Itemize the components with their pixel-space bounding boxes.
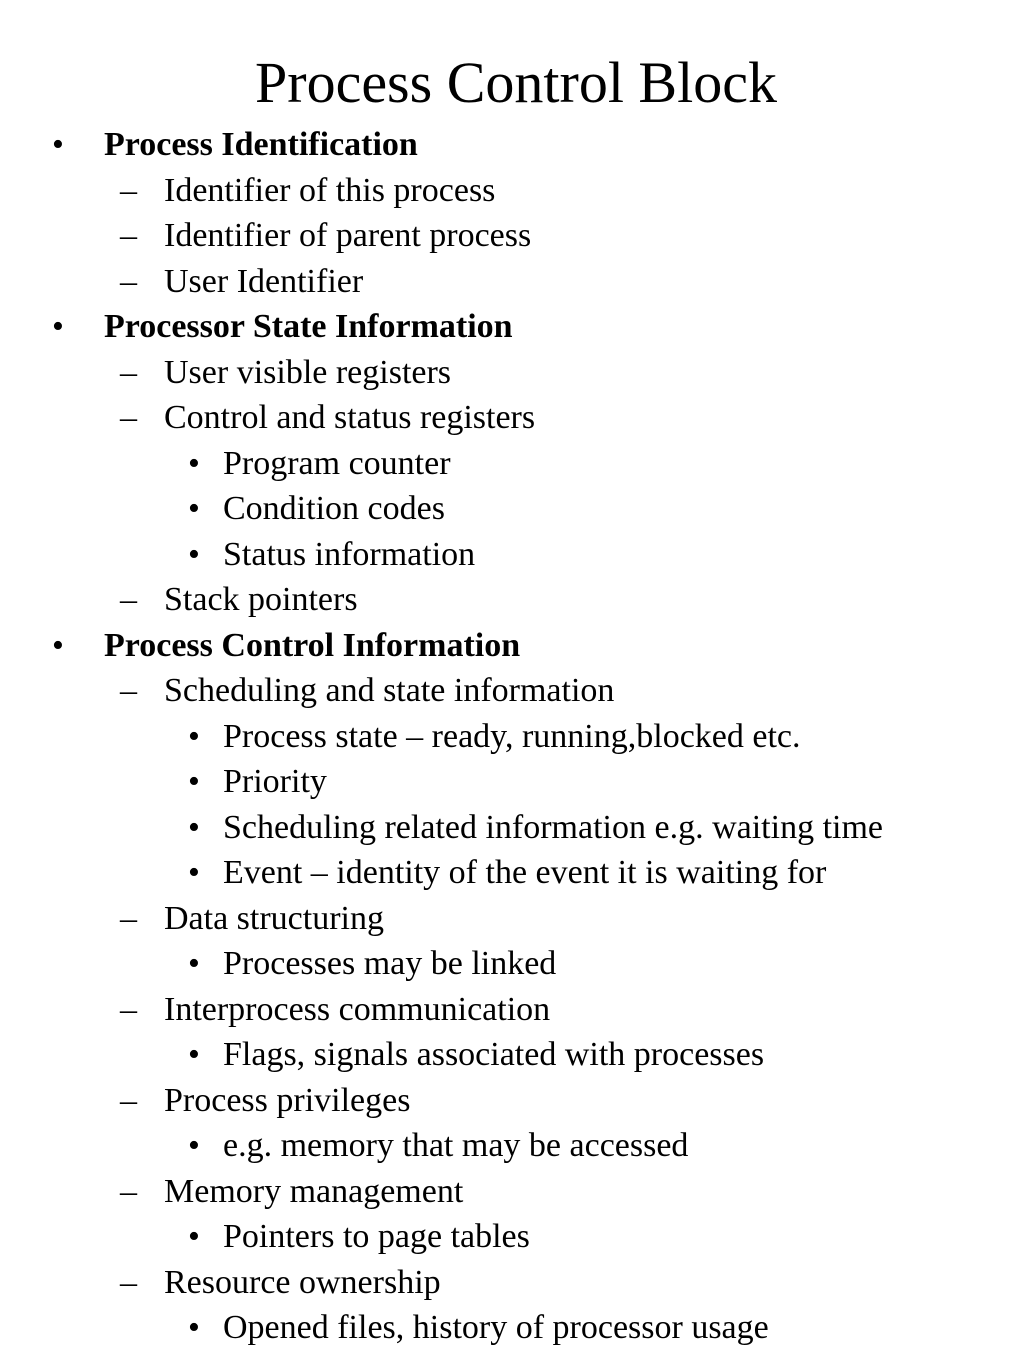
outline-item-level-3: • e.g. memory that may be accessed <box>0 1123 1024 1169</box>
outline-item-level-2: –User visible registers <box>0 350 1024 396</box>
outline-item-text: Status information <box>223 535 476 573</box>
dash-marker: – <box>120 899 137 937</box>
dash-marker: – <box>120 171 137 209</box>
dash-marker: – <box>120 353 137 391</box>
bullet-marker: • <box>188 1127 200 1164</box>
dash-marker: – <box>120 262 137 300</box>
bullet-marker: • <box>188 490 200 527</box>
bullet-marker: • <box>188 808 200 846</box>
outline-item-level-2: –Resource ownership <box>0 1260 1024 1306</box>
outline-item-text: Opened files, history of processor usage <box>223 1309 769 1346</box>
outline-item-text: Scheduling related information e.g. wait… <box>223 808 883 846</box>
bullet-marker: • <box>188 444 200 482</box>
outline-item-text: Process privileges <box>164 1081 411 1119</box>
outline-item-level-2: –Data structuring <box>0 896 1024 942</box>
bullet-marker: • <box>52 126 64 163</box>
outline-item-level-3: • Processes may be linked <box>0 941 1024 987</box>
outline-item-level-3: • Priority <box>0 759 1024 805</box>
bullet-marker: • <box>188 945 200 982</box>
dash-marker: – <box>120 217 137 254</box>
outline-item-level-2: –Stack pointers <box>0 577 1024 623</box>
outline-item-level-3: • Process state – ready, running,blocked … <box>0 714 1024 760</box>
outline-item-text: Identifier of parent process <box>164 217 532 254</box>
dash-marker: – <box>120 990 137 1028</box>
bullet-marker: • <box>52 308 64 345</box>
outline-item-level-1: • Process Control Information <box>0 623 1024 669</box>
bullet-marker: • <box>188 717 200 755</box>
dash-marker: – <box>120 1081 137 1119</box>
bullet-outline: •Process Identification–Identifier of th… <box>0 122 1024 1351</box>
outline-item-level-3: • Pointers to page tables <box>0 1214 1024 1260</box>
outline-item-text: Scheduling and state information <box>164 672 615 709</box>
outline-item-level-2: –Control and status registers <box>0 395 1024 441</box>
outline-item-text: Flags, signals associated with processes <box>223 1036 765 1073</box>
outline-item-level-3: • Condition codes <box>0 486 1024 532</box>
outline-item-level-3: • Event – identity of the event it is wai… <box>0 850 1024 896</box>
outline-item-level-2: –User Identifier <box>0 259 1024 305</box>
bullet-marker: • <box>188 763 200 800</box>
outline-item-text: Identifier of this process <box>164 171 496 209</box>
bullet-marker: • <box>188 1036 200 1073</box>
outline-item-text: User visible registers <box>164 353 452 391</box>
dash-marker: – <box>120 672 137 709</box>
outline-item-text: Data structuring <box>164 899 384 937</box>
outline-item-text: Program counter <box>223 444 451 482</box>
outline-item-level-1: • Process Identification <box>0 122 1024 168</box>
outline-item-level-3: • Program counter <box>0 441 1024 487</box>
outline-item-level-2: –Scheduling and state information <box>0 668 1024 714</box>
dash-marker: – <box>120 581 137 618</box>
bullet-marker: • <box>188 1218 200 1255</box>
outline-item-text: e.g. memory that may be accessed <box>223 1127 689 1164</box>
outline-item-level-3: • Opened files, history of processor usag… <box>0 1305 1024 1351</box>
bullet-marker: • <box>188 854 200 891</box>
outline-item-level-1: • Processor State Information <box>0 304 1024 350</box>
outline-item-level-2: –Identifier of parent process <box>0 213 1024 259</box>
bullet-marker: • <box>188 1309 200 1346</box>
outline-item-text: Condition codes <box>223 490 445 527</box>
outline-item-level-2: –Identifier of this process <box>0 168 1024 214</box>
outline-item-text: Control and status registers <box>164 399 536 436</box>
dash-marker: – <box>120 1263 137 1301</box>
outline-item-text: Processor State Information <box>104 308 513 345</box>
outline-item-level-3: • Scheduling related information e.g. wai… <box>0 805 1024 851</box>
outline-item-text: Interprocess communication <box>164 990 551 1028</box>
outline-item-text: Process Identification <box>104 126 418 163</box>
outline-item-level-2: –Memory management <box>0 1169 1024 1215</box>
outline-item-text: Process state – ready, running,blocked e… <box>223 717 801 755</box>
slide-title: Process Control Block <box>255 50 777 115</box>
dash-marker: – <box>120 1172 137 1210</box>
bullet-marker: • <box>52 626 64 664</box>
outline-item-text: Stack pointers <box>164 581 358 618</box>
outline-item-text: Memory management <box>164 1172 464 1210</box>
outline-item-text: Pointers to page tables <box>223 1218 530 1255</box>
outline-item-level-3: • Flags, signals associated with processe… <box>0 1032 1024 1078</box>
bullet-marker: • <box>188 535 200 573</box>
outline-item-text: Priority <box>223 763 327 800</box>
dash-marker: – <box>120 399 137 436</box>
outline-item-level-2: –Interprocess communication <box>0 987 1024 1033</box>
outline-item-text: User Identifier <box>164 262 364 300</box>
outline-item-level-2: –Process privileges <box>0 1078 1024 1124</box>
outline-item-text: Processes may be linked <box>223 945 557 982</box>
outline-item-text: Resource ownership <box>164 1263 441 1301</box>
outline-item-text: Event – identity of the event it is wait… <box>223 854 827 891</box>
outline-item-level-3: • Status information <box>0 532 1024 578</box>
outline-item-text: Process Control Information <box>104 626 521 664</box>
